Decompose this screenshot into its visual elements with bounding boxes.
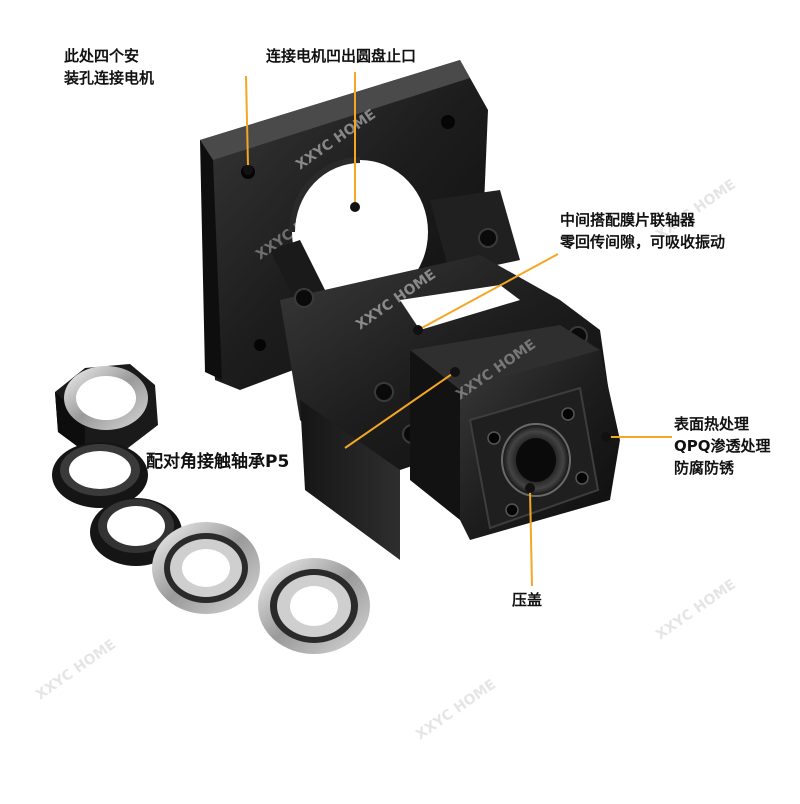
callout-dot — [525, 483, 535, 493]
callout-line-bearing — [344, 373, 453, 449]
callout-line-coupling — [417, 253, 559, 331]
mount-hole — [254, 339, 266, 351]
cover-bolt — [575, 471, 589, 485]
callout-motor-spigot: 连接电机凹出圆盘止口 — [266, 46, 416, 68]
watermark: XXYC HOME — [413, 677, 499, 744]
callout-surface-line3: 防腐防锈 — [674, 458, 735, 477]
callout-surface-line1: 表面热处理 — [674, 415, 750, 433]
callout-dot — [601, 432, 611, 442]
callout-mount-holes-line2: 装孔连接电机 — [64, 68, 155, 87]
callout-dots — [243, 165, 611, 493]
watermark: XXYC HOME — [653, 577, 739, 644]
callout-bearing: 配对角接触轴承P5 — [146, 450, 289, 475]
angular-contact-bearing — [152, 522, 260, 614]
callout-dot — [243, 165, 253, 175]
side-hole — [294, 288, 314, 308]
callout-lines — [245, 72, 672, 587]
callout-surface-line2: QPQ渗透处理 — [674, 436, 771, 455]
callout-mount-holes-line1: 此处四个安 — [64, 47, 140, 65]
cover-bolt — [505, 503, 519, 517]
callout-cover-line1: 压盖 — [512, 591, 543, 609]
cover-bolt — [561, 407, 575, 421]
callout-motor-spigot-line1: 连接电机凹出圆盘止口 — [266, 47, 417, 65]
side-hole — [374, 382, 394, 402]
motor-spigot-bore — [289, 157, 428, 304]
callout-dot — [350, 202, 360, 212]
callout-surface: 表面热处理 QPQ渗透处理 防腐防锈 — [674, 414, 771, 479]
callout-bearing-line1: 配对角接触轴承P5 — [146, 452, 290, 472]
callout-coupling-line1: 中间搭配膜片联轴器 — [560, 211, 696, 229]
callout-dot — [450, 367, 460, 377]
callout-coupling-line2: 零回传间隙，可吸收振动 — [560, 232, 726, 251]
callout-mount-holes: 此处四个安 装孔连接电机 — [64, 46, 154, 90]
angular-contact-bearing — [258, 558, 370, 654]
side-hole — [478, 228, 498, 248]
callout-line-mount-holes — [245, 75, 249, 167]
callout-cover: 压盖 — [512, 590, 542, 612]
mount-hole — [441, 115, 455, 129]
callout-dot — [413, 325, 423, 335]
callout-line-cover — [529, 489, 533, 587]
watermark: XXYC HOME — [33, 637, 119, 704]
spacer-ring — [52, 442, 148, 508]
lock-nut — [55, 364, 158, 452]
callout-coupling: 中间搭配膜片联轴器 零回传间隙，可吸收振动 — [560, 210, 725, 254]
cover-bolt — [487, 431, 501, 445]
